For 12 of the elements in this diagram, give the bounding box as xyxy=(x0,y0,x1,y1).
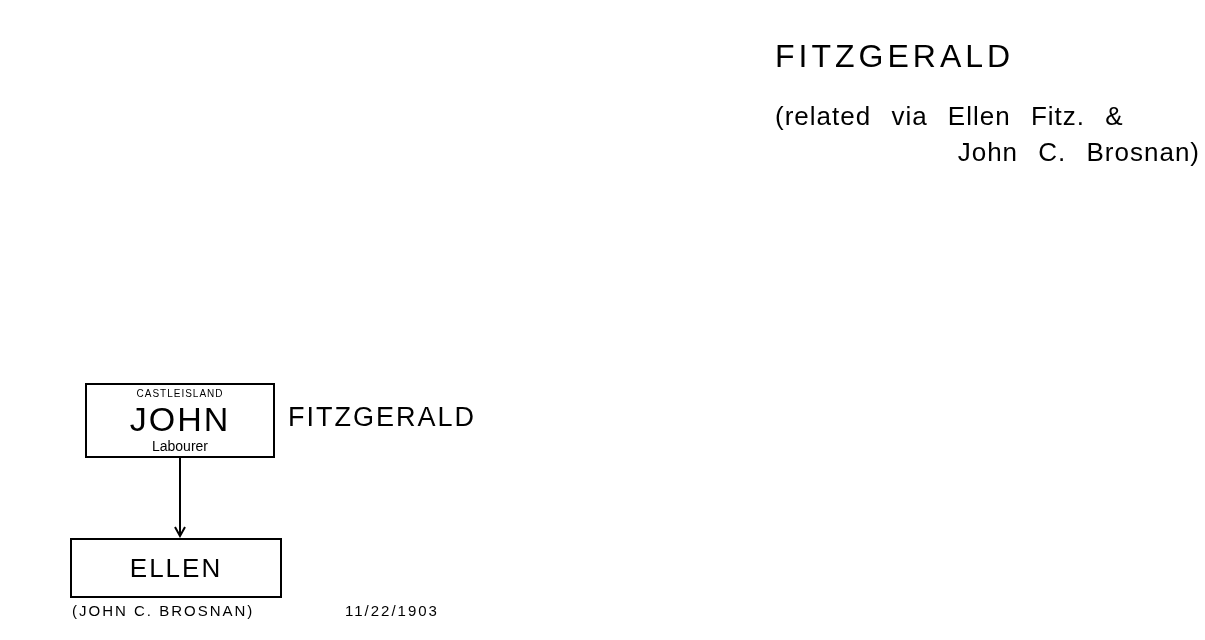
place-label: CASTLEISLAND xyxy=(136,388,224,399)
date-label: 11/22/1903 xyxy=(345,603,439,618)
note: (related via Ellen Fitz. & John C. Brosnan) xyxy=(775,100,1200,169)
spouse-label: (JOHN C. BROSNAN) xyxy=(72,603,255,618)
arrow xyxy=(174,457,186,537)
surname-label: FITZGERALD xyxy=(288,404,476,431)
occupation-label: Labourer xyxy=(151,438,208,453)
person-name: ELLEN xyxy=(129,555,223,581)
title: FITZGERALD xyxy=(775,40,1015,72)
person-box xyxy=(70,538,282,598)
person-name: JOHN xyxy=(129,401,231,436)
person-box xyxy=(85,383,275,458)
